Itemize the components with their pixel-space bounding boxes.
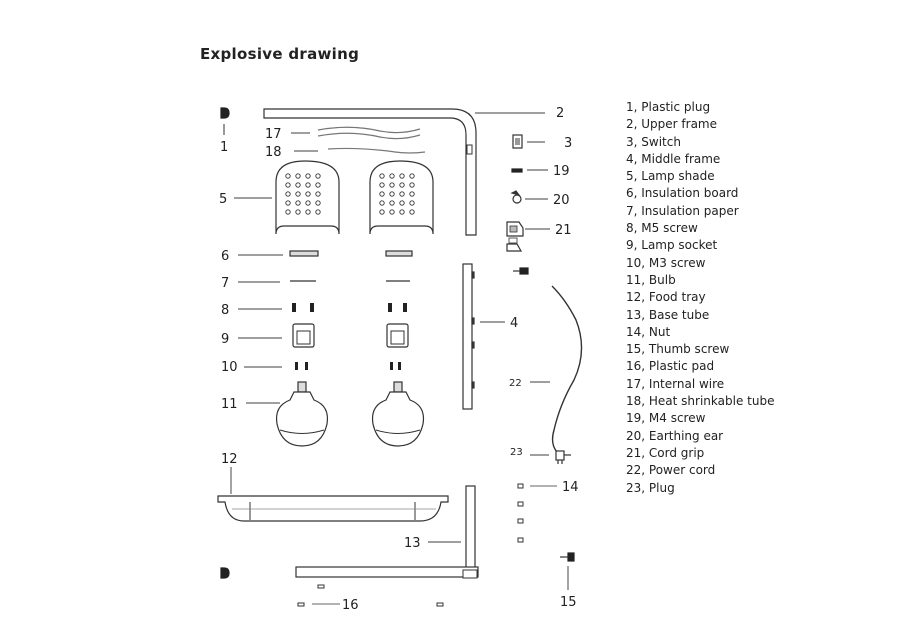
legend-item: 23, Plug: [626, 480, 675, 495]
callout-11: 11: [221, 397, 238, 412]
legend-item: 16, Plastic pad: [626, 359, 715, 374]
legend-item: 17, Internal wire: [626, 376, 725, 391]
callout-1: 1: [220, 140, 228, 155]
upper-frame: [263, 108, 545, 236]
legend-item: 7, Insulation paper: [626, 203, 739, 218]
callout-5: 5: [219, 192, 227, 207]
heat-shrink-tube: [294, 147, 426, 154]
callout-16: 16: [342, 598, 359, 613]
callout-14: 14: [562, 480, 579, 495]
middle-frame: [462, 263, 505, 410]
legend-item: 10, M3 screw: [626, 255, 706, 270]
callout-15: 15: [560, 595, 577, 610]
callout-9: 9: [221, 332, 229, 347]
insulation-board: [238, 250, 413, 257]
earthing-ear: [510, 190, 548, 204]
legend-item: 19, M4 screw: [626, 411, 706, 426]
callout-20: 20: [553, 193, 570, 208]
callout-21: 21: [555, 223, 572, 238]
bulb-right: [371, 381, 425, 447]
base-tube: [295, 485, 479, 579]
legend-item: 13, Base tube: [626, 307, 710, 322]
diagram-title: Explosive drawing: [200, 45, 360, 63]
callout-3: 3: [564, 136, 572, 151]
power-cord: [530, 285, 583, 453]
internal-wire: [291, 126, 421, 140]
legend-item: 21, Cord grip: [626, 445, 705, 460]
legend-item: 22, Power cord: [626, 463, 716, 478]
thumb-screw: [560, 552, 575, 590]
plug: [530, 450, 571, 464]
legend-item: 4, Middle frame: [626, 151, 721, 166]
callout-18: 18: [265, 145, 282, 160]
callout-10: 10: [221, 360, 238, 375]
callout-labels: 1 2 3 4 5 6 7 8 9 10 11 12 13 14 15 16 1…: [219, 106, 579, 613]
lamp-shade-vents: [285, 173, 415, 215]
legend-item: 20, Earthing ear: [626, 428, 724, 443]
legend-item: 3, Switch: [626, 134, 681, 149]
food-tray: [217, 467, 449, 522]
nuts: [517, 483, 557, 543]
lamp-socket: [238, 323, 409, 348]
m5-screws: [292, 303, 407, 312]
callout-4: 4: [510, 316, 518, 331]
callout-23: 23: [510, 447, 523, 458]
callout-13: 13: [404, 536, 421, 551]
callout-6: 6: [221, 249, 229, 264]
callout-2: 2: [556, 106, 564, 121]
plastic-plug-top: [220, 107, 230, 135]
plastic-pads: [297, 584, 444, 607]
legend-item: 8, M5 screw: [626, 221, 698, 236]
insulation-paper: [238, 280, 410, 283]
legend-item: 5, Lamp shade: [626, 169, 715, 184]
callout-17: 17: [265, 127, 282, 142]
legend-item: 9, Lamp socket: [626, 238, 718, 253]
legend-item: 15, Thumb screw: [626, 342, 730, 357]
plastic-plug-bottom: [220, 567, 230, 579]
parts-legend: 1, Plastic plug 2, Upper frame 3, Switch…: [626, 99, 774, 497]
legend-item: 12, Food tray: [626, 290, 706, 305]
legend-item: 2, Upper frame: [626, 117, 717, 132]
callout-22: 22: [509, 378, 522, 389]
legend-item: 18, Heat shrinkable tube: [626, 394, 775, 409]
legend-item: 1, Plastic plug: [626, 100, 711, 114]
lamp-shade-left: [275, 160, 340, 235]
cord-connector: [513, 267, 529, 275]
legend-item: 11, Bulb: [626, 272, 676, 287]
lamp-shade-right: [369, 160, 434, 235]
callout-8: 8: [221, 303, 229, 318]
legend-item: 6, Insulation board: [626, 186, 739, 201]
bulb-left: [275, 381, 329, 447]
cord-grip: [506, 221, 550, 252]
legend-item: 14, Nut: [626, 324, 671, 339]
callout-19: 19: [553, 164, 570, 179]
callout-12: 12: [221, 452, 238, 467]
callout-7: 7: [221, 276, 229, 291]
switch: [512, 134, 545, 149]
m4-screw: [511, 168, 548, 173]
m3-screws: [295, 362, 401, 370]
